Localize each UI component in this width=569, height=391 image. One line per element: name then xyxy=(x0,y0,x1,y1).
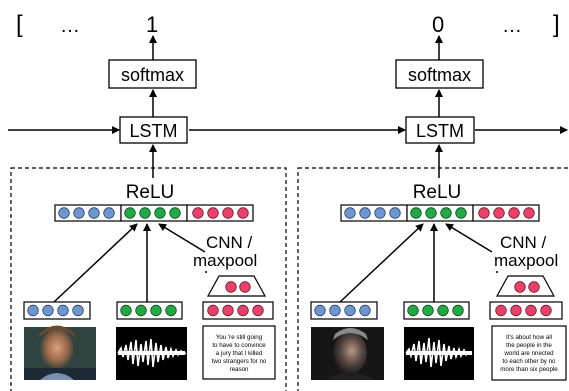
svg-text:reason: reason xyxy=(230,366,249,373)
svg-text:It's about how all: It's about how all xyxy=(506,334,552,341)
face-thumbnail xyxy=(24,325,96,380)
svg-text:a jury that I killed: a jury that I killed xyxy=(216,350,263,357)
maxpool-label: maxpool xyxy=(193,251,257,270)
concat-vector xyxy=(54,204,254,222)
subtitle-text-box: You 're still going to have to convince … xyxy=(202,325,276,380)
relu-label: ReLU xyxy=(126,182,175,203)
pool-trapezoid xyxy=(495,275,556,297)
visual-feature-vector xyxy=(310,301,378,320)
subtitle-text-box: It's about how all the people in the wor… xyxy=(491,325,567,381)
softmax-box xyxy=(395,59,484,89)
arrow-icon xyxy=(158,223,206,253)
softmax-label: softmax xyxy=(121,65,184,85)
lstm-label: LSTM xyxy=(416,121,464,141)
pool-trapezoid xyxy=(206,275,267,297)
dot xyxy=(496,271,498,273)
feature-extraction-region xyxy=(297,167,569,391)
cnn-label: CNN / xyxy=(500,233,547,252)
maxpool-label: maxpool xyxy=(494,251,558,270)
ellipsis-right: … xyxy=(502,15,522,37)
feature-extraction-region xyxy=(10,167,287,391)
text-feature-vector xyxy=(202,301,274,320)
cnn-label: CNN / xyxy=(206,233,253,252)
svg-text:to have to convince: to have to convince xyxy=(212,342,266,349)
ellipsis-left: … xyxy=(60,15,80,37)
relu-label: ReLU xyxy=(413,182,462,203)
arrow-icon xyxy=(53,223,138,303)
softmax-box xyxy=(108,59,197,89)
svg-text:You 're still going: You 're still going xyxy=(216,334,263,341)
timestep-2: softmax LSTM ReLU CNN / maxpoo xyxy=(297,35,569,391)
visual-feature-vector xyxy=(23,301,91,320)
face-thumbnail xyxy=(311,327,384,380)
lstm-box xyxy=(119,116,188,144)
svg-text:two strangers for no: two strangers for no xyxy=(212,358,267,365)
close-bracket: ] xyxy=(553,11,560,38)
softmax-label: softmax xyxy=(408,65,471,85)
waveform-icon xyxy=(116,327,187,380)
arrow-icon xyxy=(339,223,424,303)
output-label-2: 0 xyxy=(432,12,444,37)
text-feature-vector xyxy=(489,301,563,320)
svg-text:the people in the: the people in the xyxy=(506,342,552,349)
concat-vector xyxy=(340,204,540,222)
timestep-1: softmax LSTM ReLU CNN / maxpoo xyxy=(10,35,287,391)
svg-text:to each other by no: to each other by no xyxy=(503,358,557,365)
audio-feature-vector xyxy=(116,301,183,320)
arrow-icon xyxy=(445,223,493,253)
svg-text:world are nnected: world are nnected xyxy=(503,350,554,357)
output-label-1: 1 xyxy=(146,12,158,37)
lstm-box xyxy=(405,116,475,144)
audio-feature-vector xyxy=(403,301,470,320)
lstm-label: LSTM xyxy=(129,121,177,141)
svg-text:more than six people: more than six people xyxy=(500,366,558,373)
waveform-icon xyxy=(404,327,474,380)
dot xyxy=(205,271,207,273)
open-bracket: [ xyxy=(16,11,23,38)
